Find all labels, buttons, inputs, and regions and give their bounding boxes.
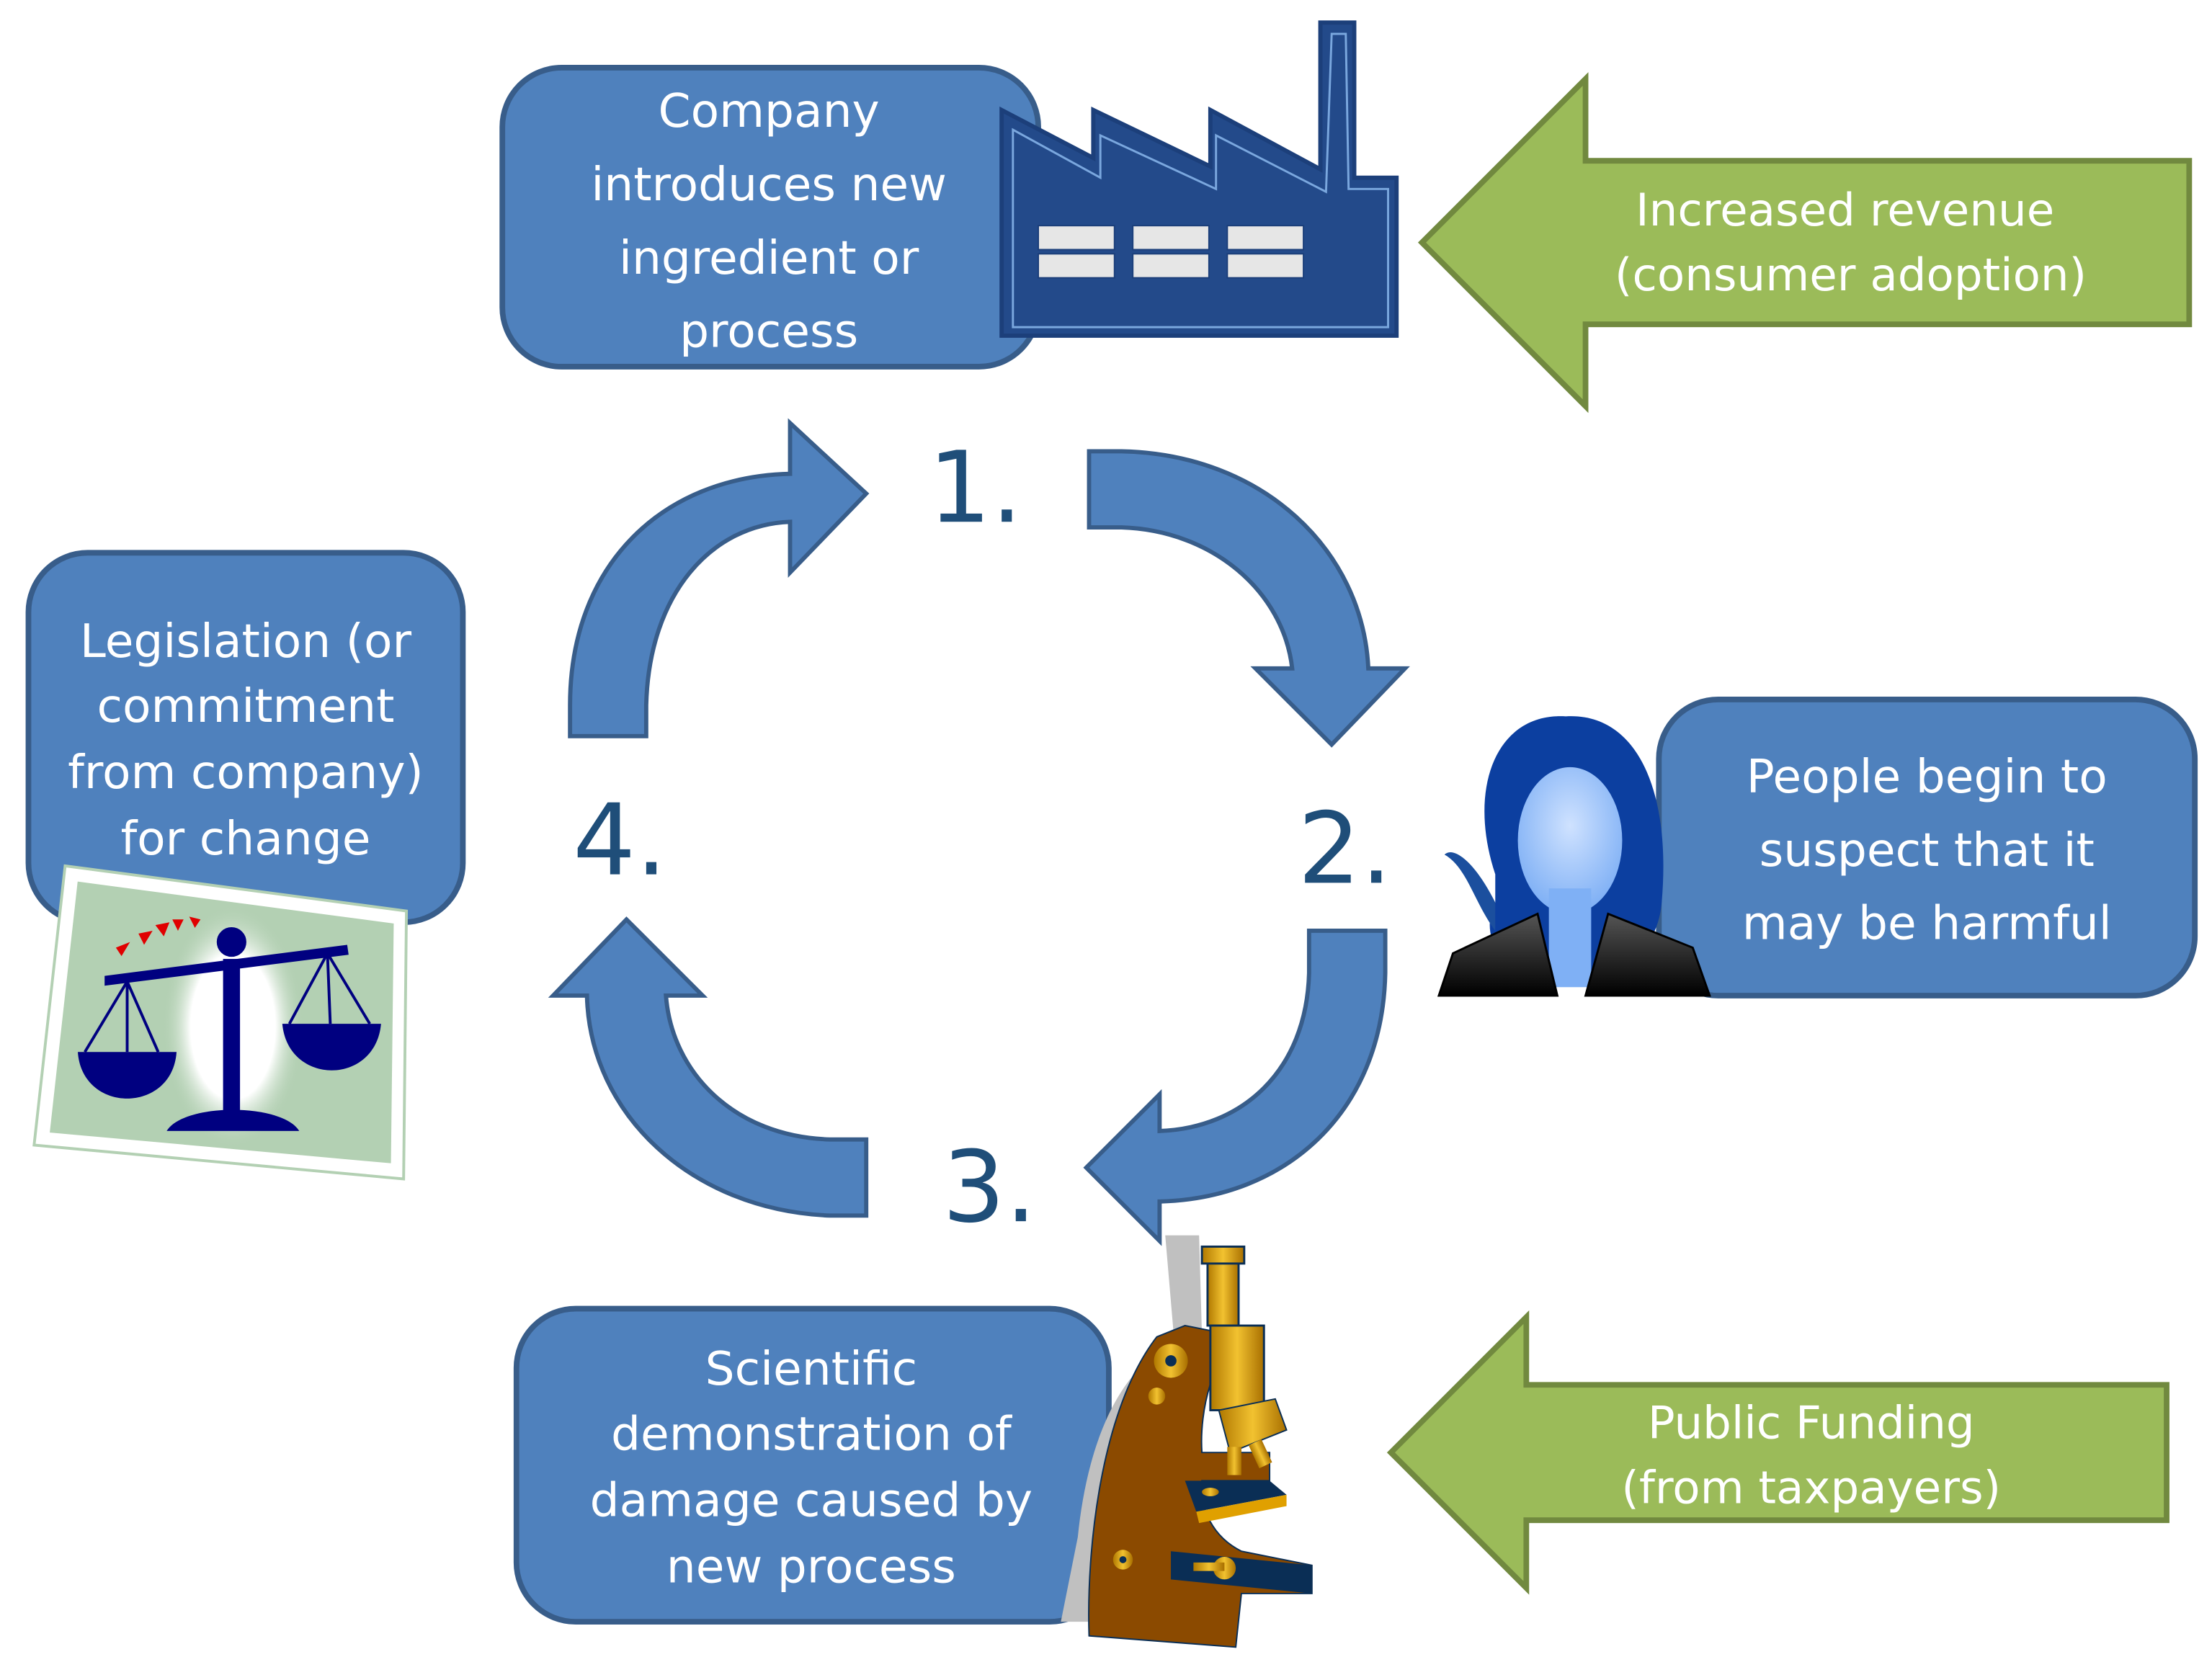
step-number-4: 4. bbox=[573, 784, 667, 898]
step-3-line-4: new process bbox=[666, 1540, 956, 1594]
step-number-1: 1. bbox=[928, 431, 1022, 545]
revenue-line-2: (consumer adoption) bbox=[1615, 249, 2087, 301]
step-number-3: 3. bbox=[942, 1130, 1037, 1245]
step-3-line-3: damage caused by bbox=[590, 1473, 1033, 1527]
step-4-box: Legislation (or commitment from company)… bbox=[25, 550, 466, 926]
cycle-arrow-4-to-1 bbox=[568, 418, 870, 738]
factory-icon bbox=[999, 20, 1399, 338]
step-1-line-1: Company bbox=[659, 84, 880, 138]
cycle-arrow-2-to-3 bbox=[1083, 929, 1388, 1246]
step-1-line-4: process bbox=[679, 305, 858, 359]
step-4-line-4: for change bbox=[120, 812, 370, 866]
step-4-line-2: commitment bbox=[97, 679, 394, 733]
step-3-line-2: demonstration of bbox=[611, 1407, 1012, 1461]
cycle-arrow-1-to-2 bbox=[1087, 449, 1410, 748]
step-1-line-3: ingredient or bbox=[619, 231, 919, 285]
cycle-arrow-3-to-4 bbox=[548, 916, 869, 1218]
step-4-line-1: Legislation (or bbox=[80, 615, 412, 669]
funding-line-2: (from taxpayers) bbox=[1621, 1462, 2001, 1514]
step-2-line-1: People begin to bbox=[1747, 750, 2108, 804]
step-number-2: 2. bbox=[1298, 792, 1392, 906]
step-2-line-2: suspect that it bbox=[1760, 823, 2095, 877]
step-2-line-3: may be harmful bbox=[1742, 897, 2112, 951]
woman-icon bbox=[1437, 716, 1711, 997]
scales-of-justice-icon bbox=[32, 864, 409, 1181]
step-2-box: People begin to suspect that it may be h… bbox=[1656, 696, 2198, 998]
microscope-icon bbox=[1061, 1235, 1313, 1648]
step-3-box: Scientific demonstration of damage cause… bbox=[513, 1305, 1112, 1625]
input-arrow-public-funding: Public Funding (from taxpayers) bbox=[1386, 1310, 2169, 1595]
step-3-line-1: Scientific bbox=[705, 1342, 918, 1396]
step-4-line-3: from company) bbox=[68, 746, 424, 800]
input-arrow-revenue: Increased revenue (consumer adoption) bbox=[1417, 72, 2193, 414]
step-1-line-2: introduces new bbox=[591, 158, 947, 212]
funding-line-1: Public Funding bbox=[1648, 1397, 1975, 1449]
step-1-box: Company introduces new ingredient or pro… bbox=[499, 65, 1041, 370]
revenue-line-1: Increased revenue bbox=[1636, 184, 2054, 236]
